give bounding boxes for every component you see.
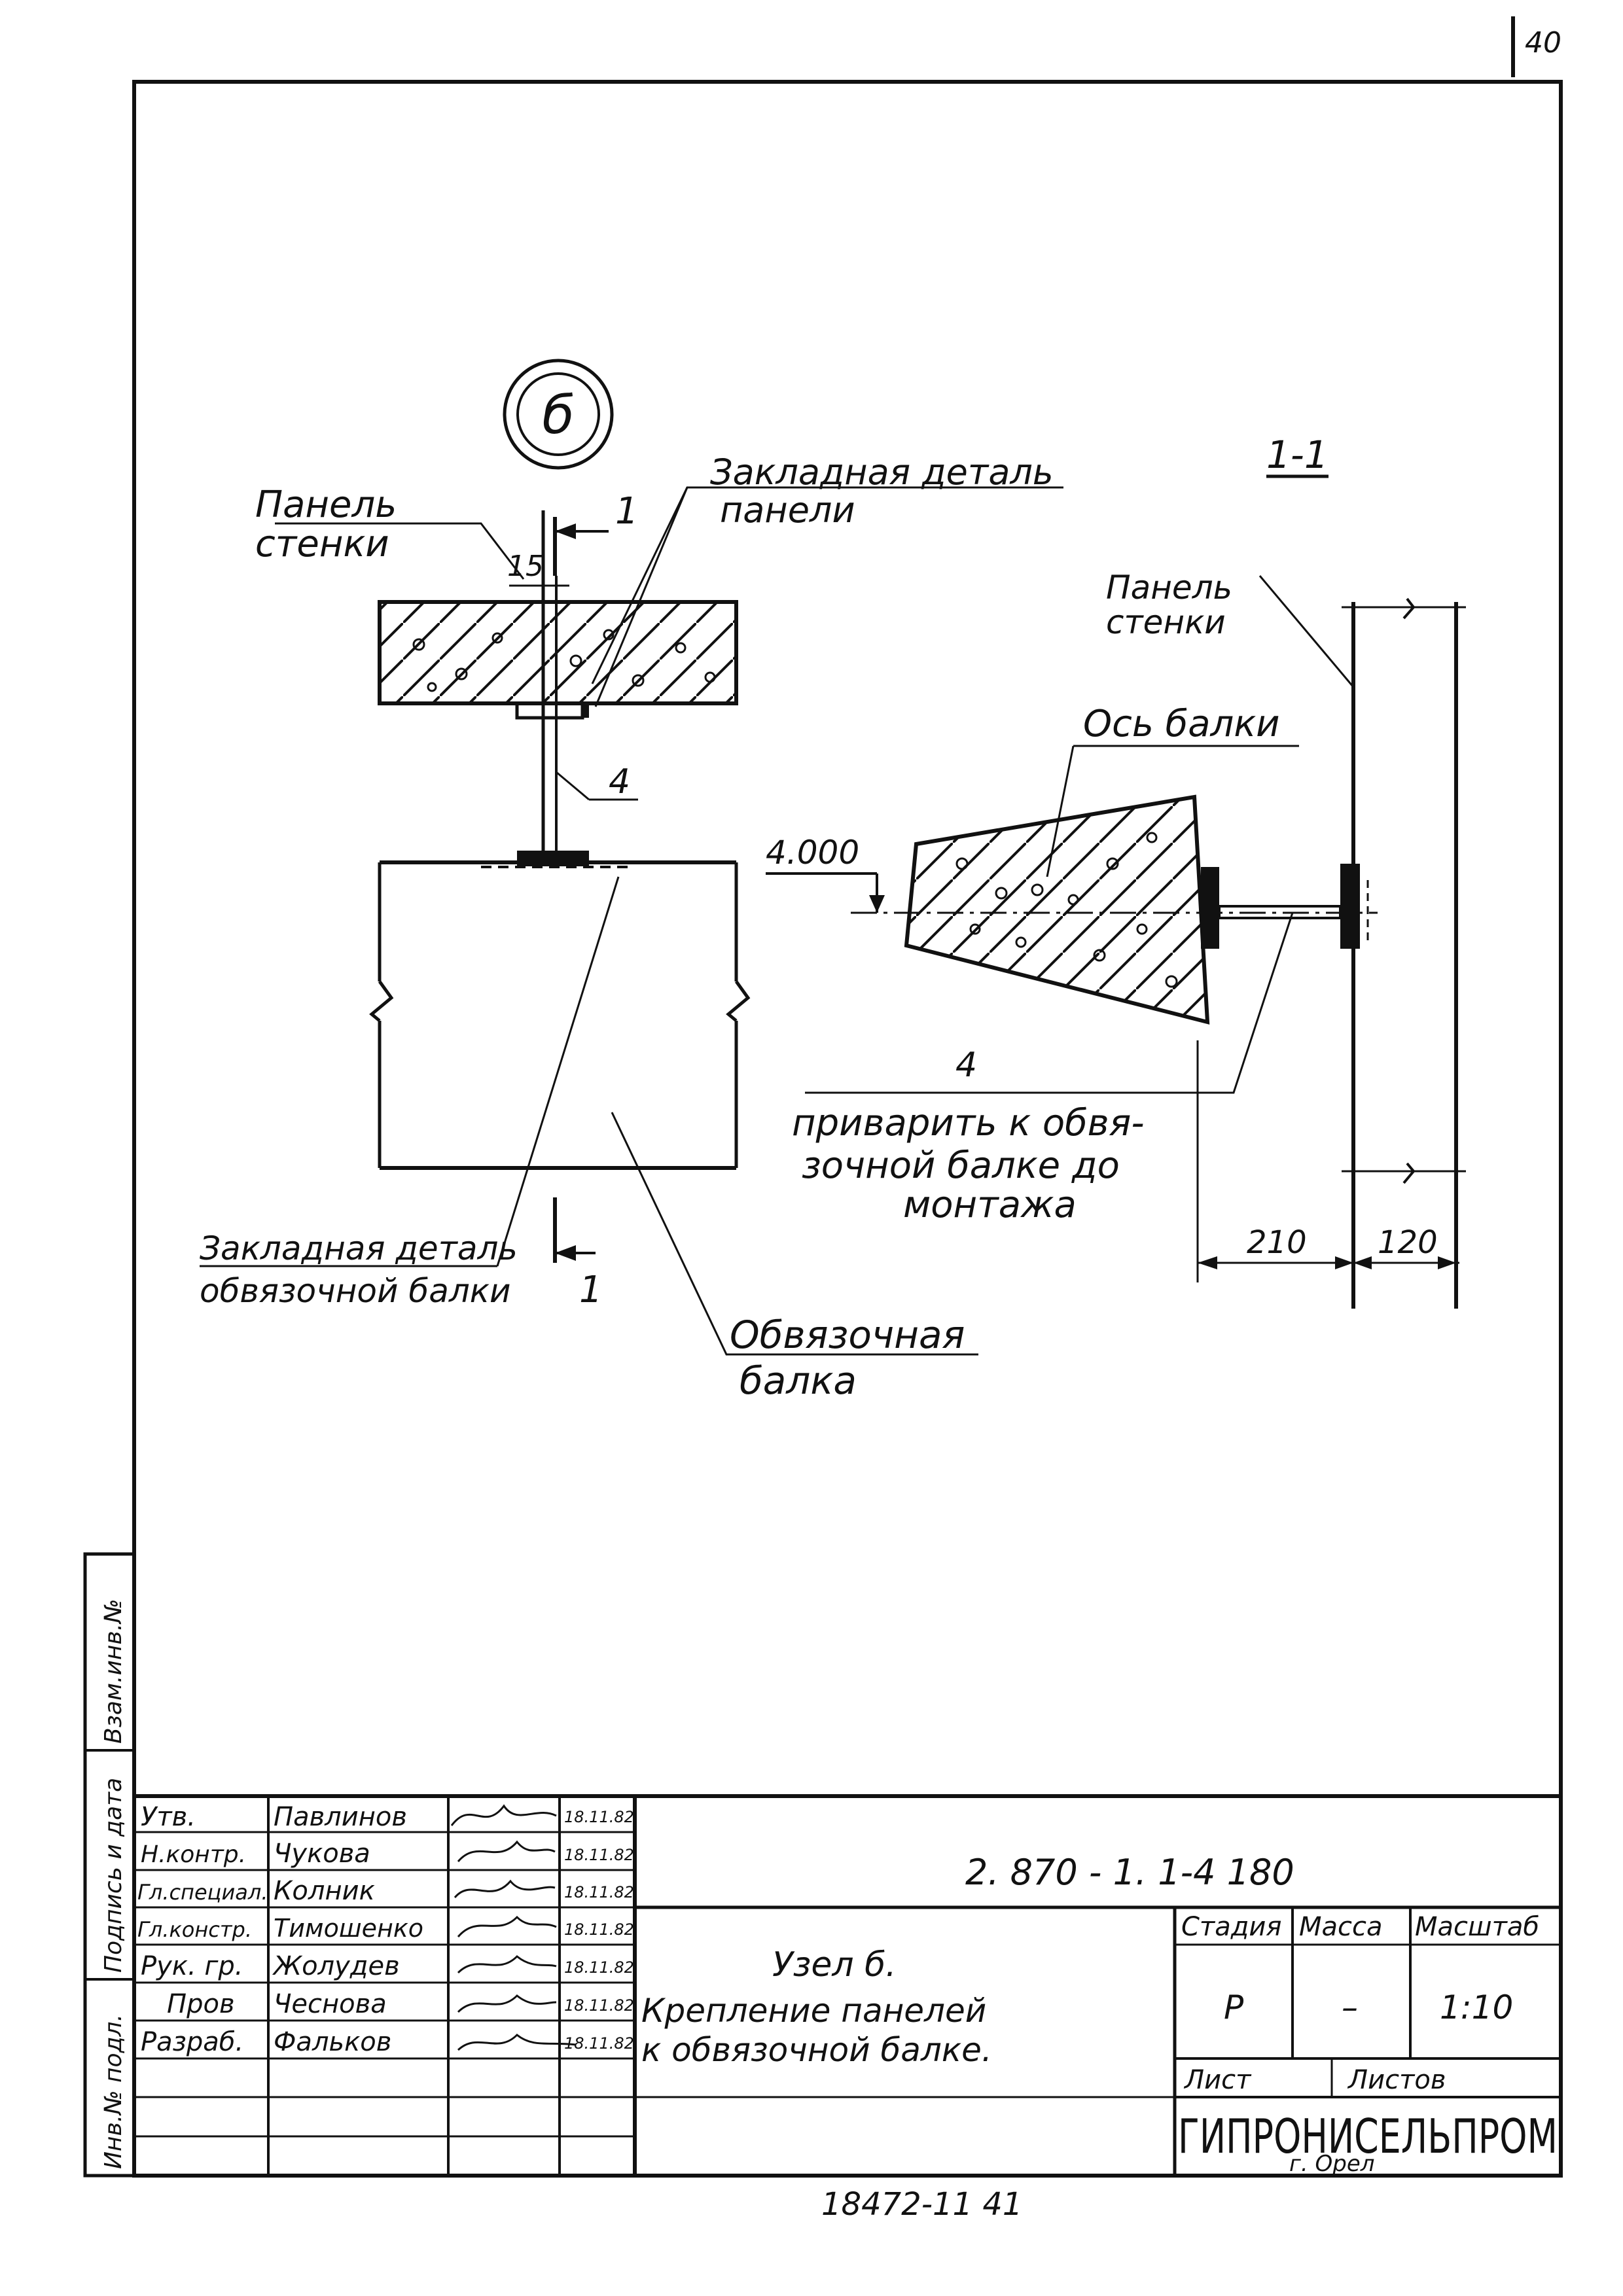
sheet-label: Лист	[1183, 2065, 1252, 2095]
weld-note-1: приварить к обвя-	[792, 1102, 1145, 1144]
label-panel-left-2: стенки	[255, 523, 389, 565]
side-inv-podl: Инв.№ подл.	[100, 2014, 127, 2169]
label-embedded-panel-1: Закладная деталь	[710, 451, 1054, 493]
doc-code: 2. 870 - 1. 1-4 180	[965, 1852, 1294, 1893]
name-6: Фальков	[274, 2027, 391, 2057]
label-embedded-panel-2: панели	[720, 489, 855, 531]
sheet-frame	[132, 80, 1563, 2178]
side-vzam: Взам.инв.№	[100, 1598, 127, 1744]
dim-120: 120	[1378, 1224, 1438, 1261]
beam-side-plate	[1201, 867, 1219, 949]
role-4: Рук. гр.	[141, 1951, 243, 1981]
val-stage: Р	[1224, 1988, 1244, 2026]
label-embedded-beam-1: Закладная деталь	[200, 1229, 518, 1267]
role-3: Гл.констр.	[137, 1917, 252, 1942]
date-6: 18.11.82	[564, 2034, 634, 2053]
title-line-2: Крепление панелей	[641, 1992, 986, 2030]
bottom-number: 18472-11 41	[821, 2186, 1022, 2223]
panel-side-plate	[1340, 864, 1360, 949]
col-mass: Масса	[1299, 1912, 1383, 1942]
node-view: б 1 15 4	[200, 359, 1063, 1403]
wall-panel-section	[378, 600, 738, 705]
elevation-label: 4.000	[766, 834, 859, 872]
name-0: Павлинов	[274, 1802, 407, 1832]
col-stage: Стадия	[1181, 1912, 1281, 1942]
connecting-rod-section	[1218, 905, 1342, 919]
role-2: Гл.специал.	[137, 1880, 268, 1905]
val-mass: –	[1342, 1988, 1358, 2026]
name-5: Чеснова	[274, 1989, 387, 2019]
role-1: Н.контр.	[141, 1841, 246, 1868]
tie-beam-section	[904, 794, 1210, 1025]
pos-4-label: 4	[609, 762, 630, 802]
page-number: 40	[1525, 26, 1561, 60]
wall-panel-aggregate	[412, 629, 716, 692]
dim-210: 210	[1247, 1224, 1307, 1261]
role-0: Утв.	[141, 1802, 196, 1832]
org-name: ГИПРОНИСЕЛЬПРОМ	[1178, 2109, 1558, 2164]
label-panel-left-1: Панель	[255, 484, 397, 526]
label-panel-right-1: Панель	[1106, 569, 1232, 607]
side-sign-date: Подпись и дата	[100, 1778, 127, 1973]
weld-note-3: монтажа	[903, 1184, 1077, 1226]
node-marker: б	[542, 385, 574, 446]
title-line-3: к обвязочной балке.	[641, 2031, 992, 2069]
date-1: 18.11.82	[564, 1846, 634, 1864]
sheets-label: Листов	[1347, 2065, 1446, 2095]
title-line-1: Узел б.	[772, 1945, 897, 1985]
title-block: Утв. Павлинов 18.11.82 Н.контр. Чукова 1…	[134, 1794, 1561, 2177]
tie-beam-aggregate	[955, 832, 1178, 988]
section-label: 1-1	[1266, 433, 1329, 477]
label-embedded-beam-2: обвязочной балки	[200, 1272, 511, 1310]
role-5: Пров	[167, 1989, 235, 2019]
name-2: Колник	[274, 1876, 375, 1906]
label-tie-beam-2: балка	[740, 1358, 857, 1403]
date-0: 18.11.82	[564, 1808, 634, 1826]
weld-note-2: зочной балке до	[802, 1144, 1120, 1187]
panel-embedded-plate	[515, 701, 584, 720]
node-marker-inner-circle	[516, 372, 600, 456]
name-1: Чукова	[274, 1839, 370, 1869]
side-stamp: Инв.№ подл. Подпись и дата Взам.инв.№	[83, 1552, 136, 2178]
label-panel-right-2: стенки	[1106, 603, 1226, 641]
name-3: Тимошенко	[274, 1914, 423, 1943]
cut-label-bottom: 1	[579, 1269, 603, 1311]
date-2: 18.11.82	[564, 1883, 634, 1901]
col-scale: Масштаб	[1415, 1912, 1539, 1942]
date-3: 18.11.82	[564, 1920, 634, 1939]
val-scale: 1:10	[1440, 1988, 1513, 2026]
role-6: Разраб.	[141, 2027, 243, 2057]
beam-axis-label: Ось балки	[1083, 703, 1280, 745]
name-4: Жолудев	[272, 1951, 400, 1981]
signatures	[450, 1804, 577, 2051]
org-city: г. Орел	[1289, 2151, 1374, 2177]
date-4: 18.11.82	[564, 1958, 634, 1977]
node-marker-outer-circle	[503, 359, 614, 470]
section-1-1: 1-1 4.000 Ось балки	[766, 433, 1466, 1309]
cut-label-top: 1	[615, 490, 639, 533]
label-tie-beam-1: Обвязочная	[730, 1313, 965, 1357]
date-5: 18.11.82	[564, 1996, 634, 2015]
weld-note-num: 4	[955, 1046, 977, 1085]
